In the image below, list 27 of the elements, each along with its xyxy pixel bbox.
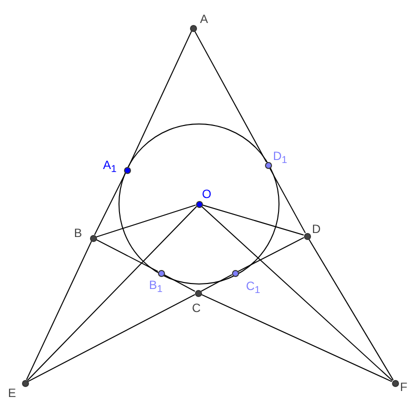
line-segment xyxy=(128,30,192,168)
line-segment xyxy=(26,240,92,380)
point-label: E xyxy=(8,386,16,400)
line-segment xyxy=(194,30,267,162)
point-label: A$_{1}$ xyxy=(103,158,117,172)
point-label: A xyxy=(200,12,208,26)
line-segment xyxy=(96,204,196,238)
line-segment xyxy=(200,274,232,292)
point-label: C$_{1}$ xyxy=(246,279,260,293)
point-label: C xyxy=(192,301,201,315)
line-segment xyxy=(164,274,196,292)
line-segment xyxy=(96,239,158,272)
line-segment xyxy=(28,294,196,382)
line-segment xyxy=(308,238,394,380)
line-segment xyxy=(238,237,304,272)
line-segment xyxy=(26,206,198,381)
line-segment xyxy=(94,172,126,236)
point-label: O xyxy=(202,187,212,201)
line-segment xyxy=(269,168,306,234)
line-segment xyxy=(201,206,393,382)
point-label: B xyxy=(74,226,82,240)
line-segment xyxy=(202,204,304,236)
point-label: B$_{1}$ xyxy=(149,278,163,292)
point-label: D$_{1}$ xyxy=(273,149,288,163)
point-label: D xyxy=(312,222,321,236)
line-segment xyxy=(200,294,392,382)
point-label: F xyxy=(400,380,408,394)
